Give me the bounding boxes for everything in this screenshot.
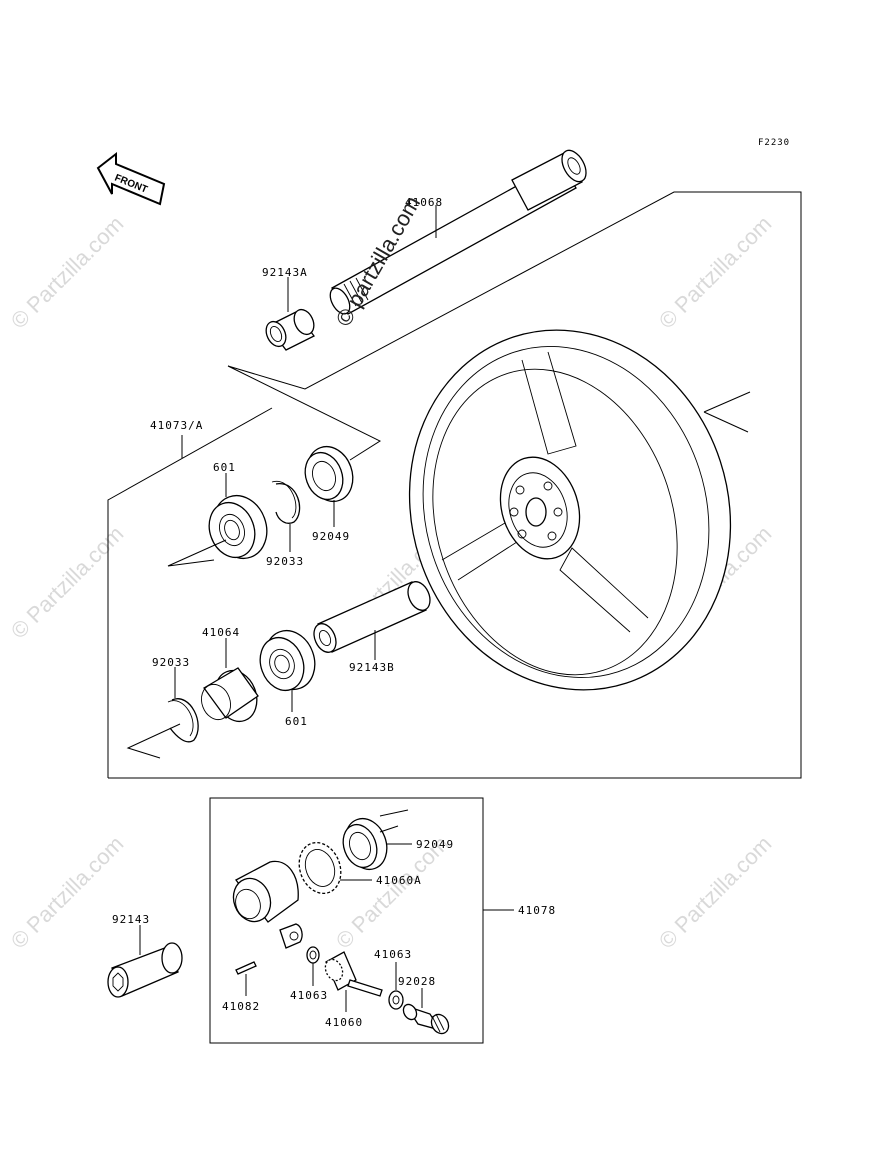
label-gear-housing: 41078 xyxy=(518,904,556,917)
bearing-lower-part xyxy=(259,629,316,692)
figure-ref-code: F2230 xyxy=(758,138,790,148)
spacer-part xyxy=(201,667,259,723)
label-circlip-upper: 92033 xyxy=(266,555,304,568)
pinion-part xyxy=(324,951,383,997)
watermark-text: © Partzilla.com xyxy=(6,211,129,334)
circlip-upper-part xyxy=(271,480,301,524)
label-collar-b: 92143B xyxy=(349,661,395,674)
label-collar: 92143 xyxy=(112,913,150,926)
label-pinion: 41060 xyxy=(325,1016,363,1029)
label-gear-seal: 92049 xyxy=(416,838,454,851)
label-pin: 41082 xyxy=(222,1000,260,1013)
watermark-text: © Partzilla.com xyxy=(654,211,777,334)
gear-housing-box xyxy=(209,797,484,1044)
bushing-part xyxy=(402,1003,450,1035)
circlip-lower-part xyxy=(167,698,199,743)
hub-assembly-outline xyxy=(107,191,802,779)
label-bearing-lower: 601 xyxy=(285,715,308,728)
collar-part xyxy=(107,942,183,998)
seal-upper-part xyxy=(304,445,354,503)
gear-part xyxy=(298,841,342,895)
washer-left-part xyxy=(306,946,320,964)
front-wheel-part xyxy=(408,329,751,691)
label-bearing-upper: 601 xyxy=(213,461,236,474)
label-spacer: 41064 xyxy=(202,626,240,639)
label-hub-bearing-set: 41073/A xyxy=(150,419,203,432)
label-axle: 41068 xyxy=(405,196,443,209)
watermark-text: © Partzilla.com xyxy=(654,831,777,954)
front-arrow-icon: FRONT xyxy=(96,151,166,206)
watermark-text: © Partzilla.com xyxy=(6,831,129,954)
label-collar-a: 92143A xyxy=(262,266,308,279)
label-circlip-lower: 92033 xyxy=(152,656,190,669)
washer-right-part xyxy=(388,990,404,1010)
label-bushing: 92028 xyxy=(398,975,436,988)
bearing-upper-part xyxy=(208,494,268,560)
label-washer-left: 41063 xyxy=(290,989,328,1002)
watermark-text: © Partzilla.com xyxy=(6,521,129,644)
label-seal-upper: 92049 xyxy=(312,530,350,543)
collar-a-part xyxy=(265,308,315,351)
speedo-housing-part xyxy=(232,860,303,949)
gear-seal-part xyxy=(342,817,388,871)
label-washer-right: 41063 xyxy=(374,948,412,961)
pin-part xyxy=(235,961,257,975)
axle-part xyxy=(329,149,587,315)
collar-b-part xyxy=(313,581,431,653)
label-gear: 41060A xyxy=(376,874,422,887)
